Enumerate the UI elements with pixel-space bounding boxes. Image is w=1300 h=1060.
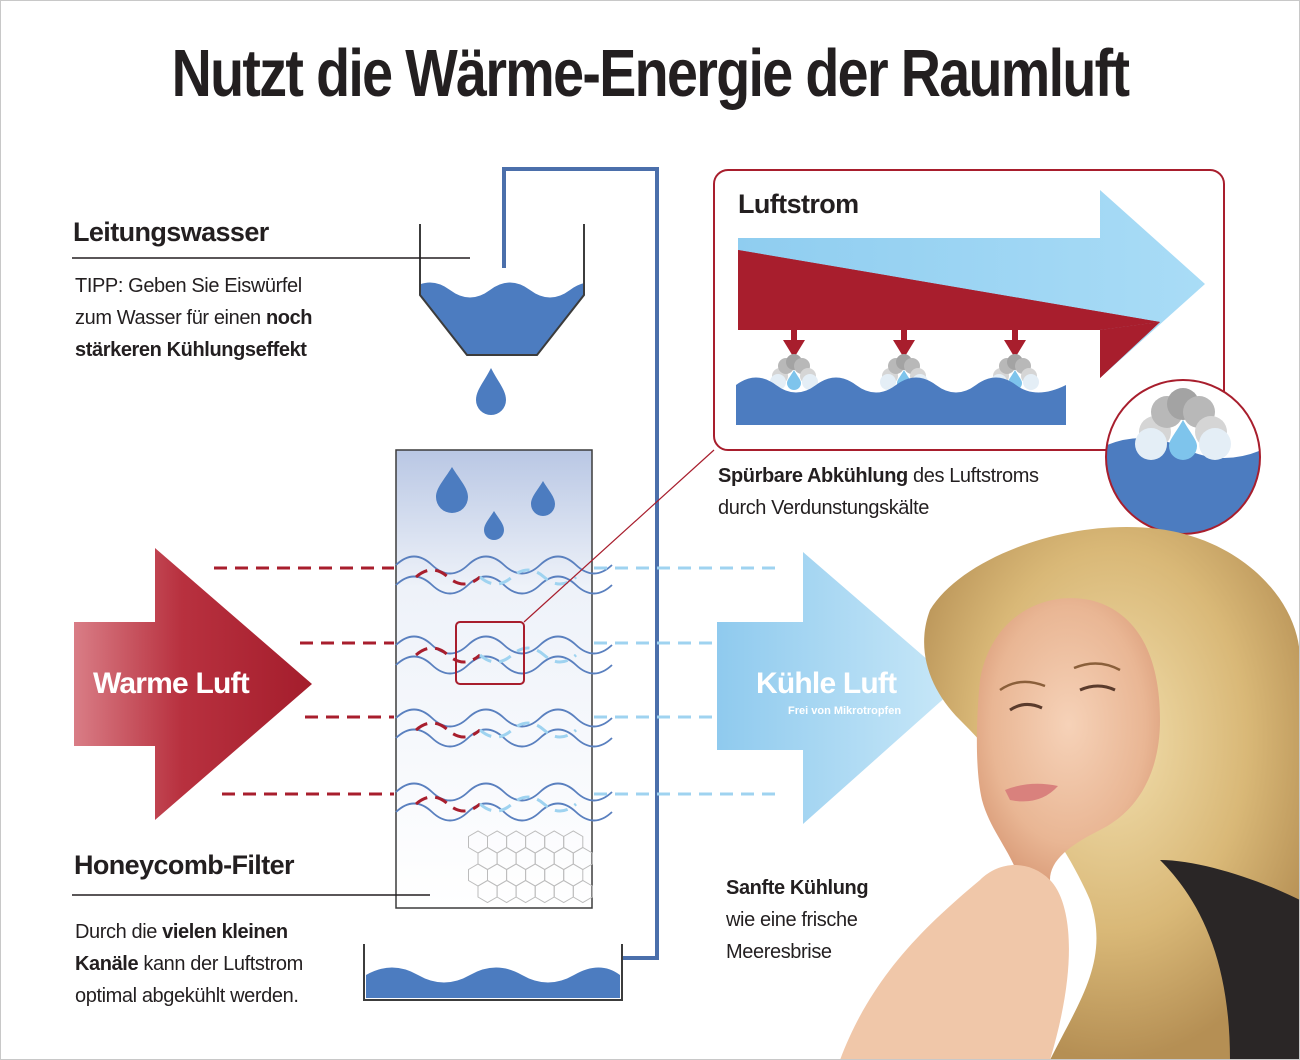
honeycomb-pattern [468,830,593,904]
cool-air-arrow [717,552,958,824]
filter-drops [436,467,555,540]
vapor-puff [1023,374,1039,390]
gentle-cooling: Sanfte Kühlung wie eine frische Meeresbri… [726,872,886,968]
filter-desc-text1: Durch die [75,921,163,943]
water-tip-text: TIPP: Geben Sie Eiswürfel zum Wasser für… [75,275,302,329]
water-tip: TIPP: Geben Sie Eiswürfel zum Wasser für… [75,270,335,366]
warm-air-label: Warme Luft [93,667,250,700]
filter-channels [395,555,613,822]
airflow-heading: Luftstrom [738,189,859,219]
vapor-drop [1169,420,1197,460]
airflow-desc-text: des Luftstroms durch Verdunstungskälte [718,465,1039,519]
honeycomb-cell [572,879,593,904]
airflow-description: Spürbare Abkühlung des Luftstroms durch … [718,460,1078,524]
warm-air-arrow [74,548,312,820]
airflow-desc-bold: Spürbare Abkühlung [718,465,908,487]
warm-air-lines [214,566,481,813]
airflow-panel [713,169,1225,451]
gentle-desc: wie eine frische Meeresbrise [726,909,858,963]
vapor-drop [787,370,801,390]
water-drop [476,368,506,415]
vapor-puff [1199,428,1231,460]
cool-air-label: Kühle Luft [756,667,897,700]
filter-description: Durch die vielen kleinen Kanäle kann der… [75,916,337,1012]
zoom-connector [523,449,715,623]
page-title: Nutzt die Wärme-Energie der Raumluft [171,36,1130,111]
water-tip-bold: noch stärkeren Kühlungseffekt [75,307,313,361]
filter-desc-bold: vielen kleinen Kanäle [75,921,288,975]
water-tray [363,944,623,1001]
woman-portrait [840,526,1300,1060]
gentle-heading: Sanfte Kühlung [726,877,869,899]
zoom-marker [455,621,525,685]
vapor-puff [1135,428,1167,460]
vapor-puff [802,374,818,390]
filter-desc-text2: kann der Luftstrom optimal abgekühlt wer… [75,953,303,1007]
water-tank [419,224,585,356]
cool-air-sublabel: Frei von Mikrotropfen [788,705,902,717]
water-pipe [502,167,659,960]
water-heading: Leitungswasser [73,217,269,247]
filter-heading: Honeycomb-Filter [74,850,295,880]
cool-air-lines [479,566,778,813]
vapor-puff [880,374,896,390]
